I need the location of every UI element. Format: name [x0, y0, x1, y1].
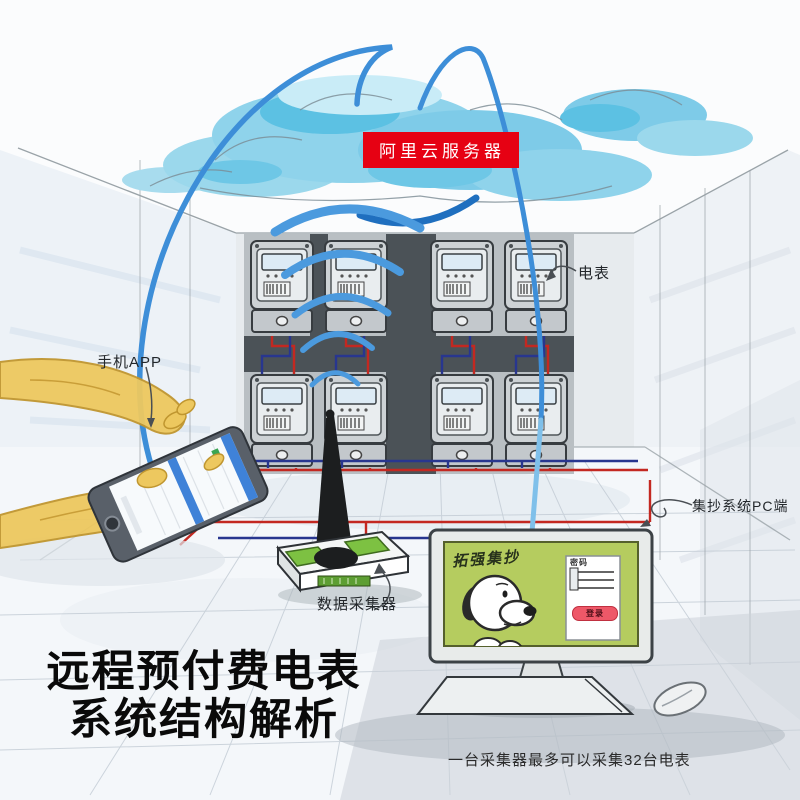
cloud-underline-arc	[356, 194, 480, 227]
meter-wiring	[179, 336, 652, 546]
meter-label: 电表	[578, 265, 611, 282]
electric-meter	[430, 240, 494, 333]
poster-title: 远程预付费电表 系统结构解析	[36, 648, 372, 744]
phone-to-cloud-arc	[137, 44, 394, 471]
mobile-app-label: 手机APP	[97, 354, 163, 371]
keyboard	[415, 676, 635, 715]
data-collector-label: 数据采集器	[317, 596, 398, 613]
footnote-caption: 一台采集器最多可以采集32台电表	[448, 752, 691, 769]
login-panel-sketch	[565, 555, 621, 641]
hand-thumbs	[136, 453, 225, 489]
login-button-sketch: 登录	[572, 606, 618, 621]
electric-meter	[250, 240, 314, 333]
title-line-1: 远程预付费电表	[46, 648, 362, 696]
snoopy-drawing	[462, 574, 537, 646]
cloud-to-pc-arc-upper	[417, 46, 545, 423]
cloud-server-badge: 阿里云服务器	[363, 132, 519, 168]
connection-arcs	[137, 44, 545, 535]
wifi-signal-arcs	[270, 204, 425, 388]
annotation-arrows	[145, 265, 693, 611]
title-line-2: 系统结构解析	[69, 696, 339, 745]
antenna	[316, 415, 352, 550]
pc-monitor	[428, 528, 654, 718]
electric-meter	[250, 374, 314, 467]
cloud-to-pc-arc-lower	[529, 417, 544, 535]
pc-client-label: 集抄系统PC端	[692, 498, 789, 514]
data-collector	[276, 409, 422, 606]
mouse	[653, 681, 707, 717]
login-panel-heading: 密码	[570, 558, 588, 567]
electric-meter	[430, 374, 494, 467]
